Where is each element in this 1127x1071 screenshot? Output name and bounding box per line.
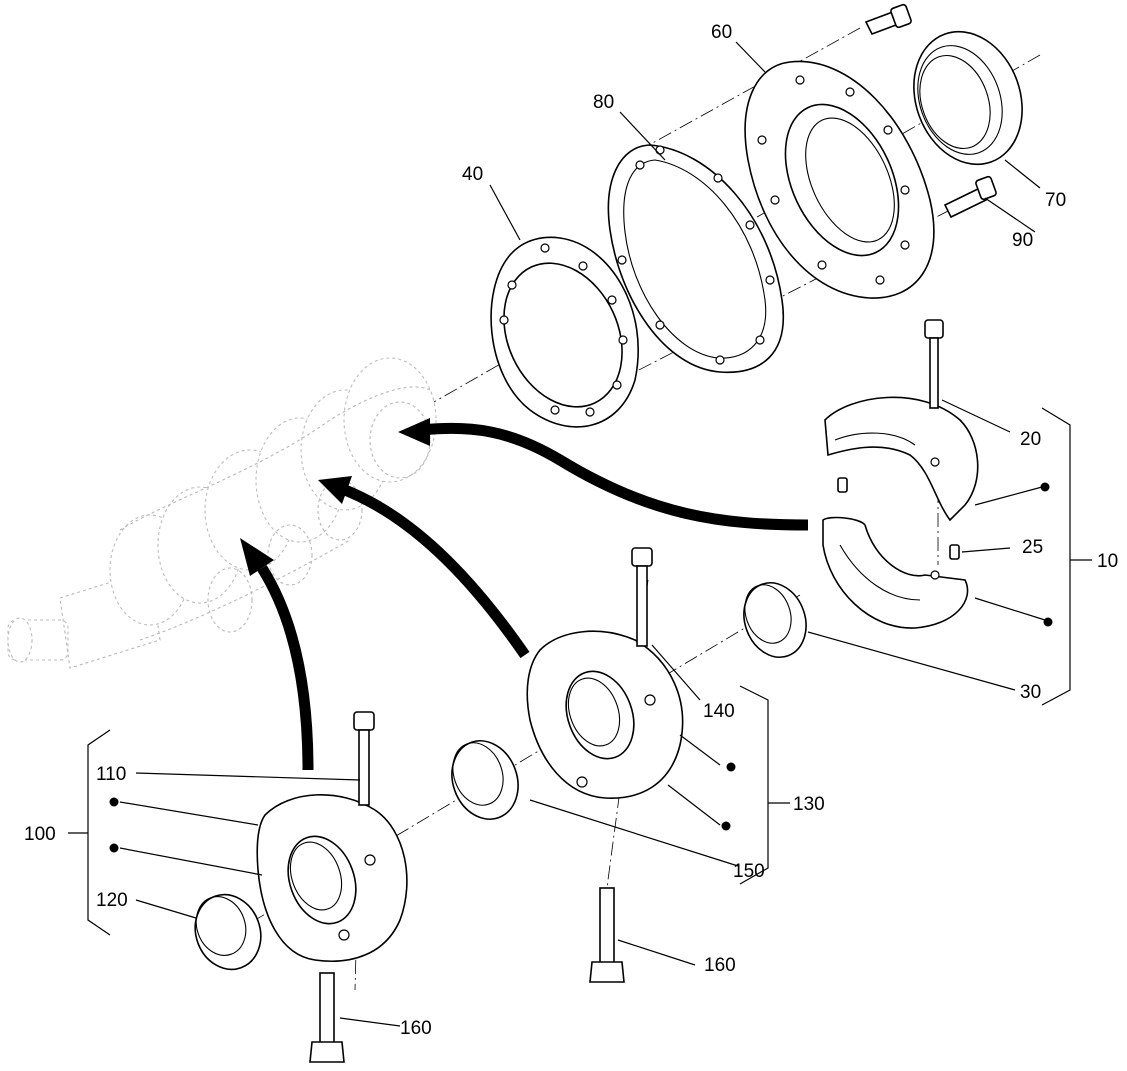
callout-120: 120 [96, 890, 128, 911]
bolt-110 [353, 711, 375, 806]
housing-60 [744, 60, 935, 299]
bearing-housing-130 [526, 630, 684, 799]
callout-10: 10 [1097, 551, 1118, 572]
callout-70: 70 [1045, 190, 1066, 211]
seal-70 [913, 30, 1023, 166]
bolt-140 [631, 547, 653, 647]
group-brackets [68, 407, 1092, 936]
assembly-arrows [240, 418, 809, 771]
callout-90: 90 [1012, 230, 1033, 251]
bearing-cap-upper [824, 396, 979, 522]
gasket-80 [607, 144, 785, 374]
crankshaft-ghost [7, 357, 437, 669]
bolt-160-left [309, 972, 345, 1063]
callout-60: 60 [711, 22, 732, 43]
bolt-20 [924, 319, 944, 409]
callout-140: 140 [703, 701, 735, 722]
plate-40 [490, 236, 639, 428]
dowel-25 [837, 477, 960, 560]
reference-dots [109, 482, 1053, 853]
callout-110: 110 [96, 764, 126, 785]
callout-100: 100 [24, 824, 56, 845]
screw-90-top [864, 3, 912, 36]
bearing-cap-lower [822, 516, 969, 629]
bushing-150 [451, 740, 519, 820]
callout-20: 20 [1020, 429, 1041, 450]
leader-lines [119, 41, 1046, 1027]
callout-30: 30 [1020, 682, 1041, 703]
bolt-160-middle [589, 887, 625, 983]
screw-90-bottom [943, 175, 997, 219]
callout-150: 150 [733, 861, 765, 882]
bushing-120 [194, 893, 262, 971]
bushing-30 [743, 582, 807, 658]
callout-130: 130 [793, 794, 825, 815]
callout-40: 40 [462, 164, 483, 185]
callout-labels: 60 80 40 70 90 20 25 10 30 140 130 150 1… [24, 22, 1118, 1039]
callout-80: 80 [593, 92, 614, 113]
callout-25: 25 [1022, 537, 1043, 558]
callout-160-left: 160 [400, 1018, 432, 1039]
callout-160-middle: 160 [704, 955, 736, 976]
bearing-housing-100 [256, 794, 408, 962]
